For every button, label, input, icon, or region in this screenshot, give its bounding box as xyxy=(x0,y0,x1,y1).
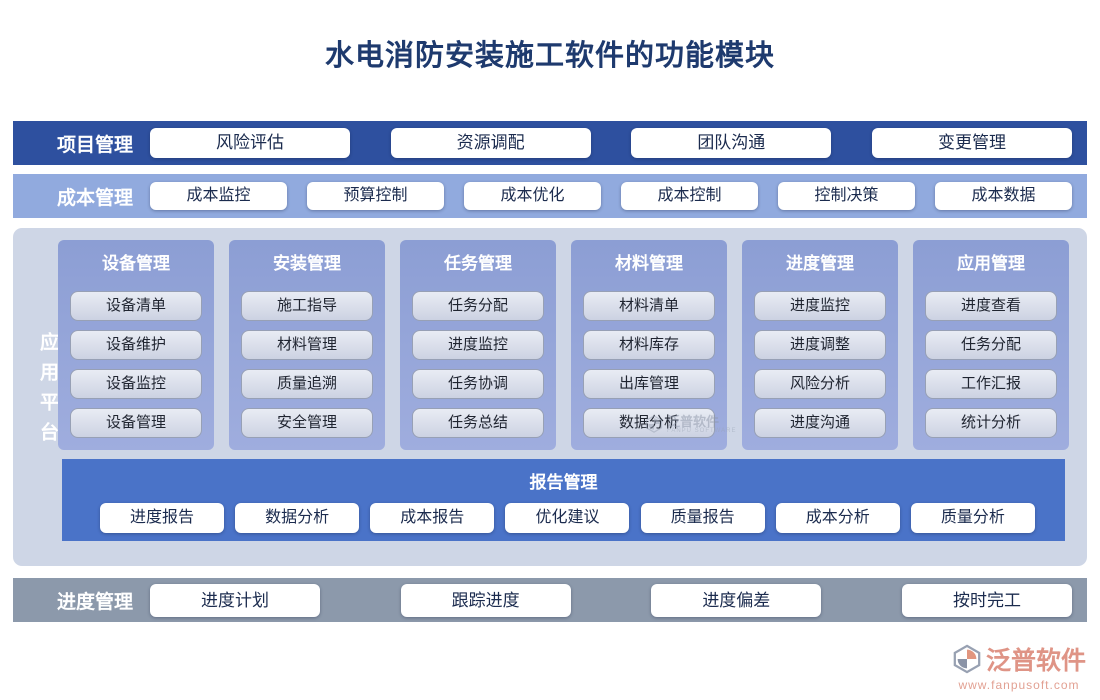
column-header: 进度管理 xyxy=(786,254,854,273)
project-button[interactable]: 风险评估 xyxy=(150,128,350,158)
module-item[interactable]: 统计分析 xyxy=(925,408,1057,438)
band-report-management: 报告管理 进度报告 数据分析 成本报告 优化建议 质量报告 成本分析 质量分析 xyxy=(62,459,1065,541)
project-button[interactable]: 变更管理 xyxy=(871,128,1072,158)
module-item[interactable]: 设备监控 xyxy=(70,369,202,399)
report-button[interactable]: 成本报告 xyxy=(370,503,495,533)
column-task: 任务管理 任务分配 进度监控 任务协调 任务总结 xyxy=(400,240,556,450)
footer-brand-block: 泛普软件 www.fanpusoft.com xyxy=(952,641,1086,692)
schedule-button[interactable]: 进度计划 xyxy=(150,583,320,617)
schedule-button[interactable]: 进度偏差 xyxy=(651,583,822,617)
report-header: 报告管理 xyxy=(529,473,598,492)
report-button[interactable]: 质量分析 xyxy=(910,503,1035,533)
cost-button[interactable]: 成本控制 xyxy=(621,182,758,210)
project-button[interactable]: 资源调配 xyxy=(390,128,591,158)
module-item[interactable]: 材料管理 xyxy=(241,330,373,360)
module-item[interactable]: 材料库存 xyxy=(583,330,715,360)
cost-button[interactable]: 成本监控 xyxy=(150,182,287,210)
column-installation: 安装管理 施工指导 材料管理 质量追溯 安全管理 xyxy=(229,240,385,450)
band-cost-buttons: 成本监控 预算控制 成本优化 成本控制 控制决策 成本数据 xyxy=(133,182,1087,210)
module-item[interactable]: 任务分配 xyxy=(925,330,1057,360)
module-item[interactable]: 数据分析 xyxy=(583,408,715,438)
report-button[interactable]: 质量报告 xyxy=(640,503,765,533)
column-header: 设备管理 xyxy=(102,254,170,273)
column-header: 应用管理 xyxy=(957,254,1025,273)
module-item[interactable]: 质量追溯 xyxy=(241,369,373,399)
band-schedule-management: 进度管理 进度计划 跟踪进度 进度偏差 按时完工 xyxy=(13,578,1087,622)
cost-button[interactable]: 成本优化 xyxy=(464,182,601,210)
report-button[interactable]: 数据分析 xyxy=(235,503,360,533)
column-material: 材料管理 材料清单 材料库存 出库管理 数据分析 xyxy=(571,240,727,450)
module-item[interactable]: 施工指导 xyxy=(241,291,373,321)
cost-button[interactable]: 成本数据 xyxy=(935,182,1072,210)
column-application: 应用管理 进度查看 任务分配 工作汇报 统计分析 xyxy=(913,240,1069,450)
column-progress: 进度管理 进度监控 进度调整 风险分析 进度沟通 xyxy=(742,240,898,450)
project-button[interactable]: 团队沟通 xyxy=(631,128,832,158)
band-project-label: 项目管理 xyxy=(56,134,133,156)
fanpu-logo-icon xyxy=(953,644,981,674)
module-item[interactable]: 设备管理 xyxy=(70,408,202,438)
footer-url: www.fanpusoft.com xyxy=(958,678,1080,692)
module-item[interactable]: 任务协调 xyxy=(412,369,544,399)
module-item[interactable]: 任务分配 xyxy=(412,291,544,321)
schedule-button[interactable]: 按时完工 xyxy=(901,583,1072,617)
module-item[interactable]: 安全管理 xyxy=(241,408,373,438)
module-item[interactable]: 设备清单 xyxy=(70,291,202,321)
column-header: 安装管理 xyxy=(273,254,341,273)
column-header: 任务管理 xyxy=(444,254,512,273)
platform-columns: 设备管理 设备清单 设备维护 设备监控 设备管理 安装管理 施工指导 材料管理 … xyxy=(58,240,1069,450)
cost-button[interactable]: 控制决策 xyxy=(778,182,915,210)
band-cost-label: 成本管理 xyxy=(56,187,133,209)
module-item[interactable]: 进度沟通 xyxy=(754,408,886,438)
module-item[interactable]: 风险分析 xyxy=(754,369,886,399)
module-item[interactable]: 工作汇报 xyxy=(925,369,1057,399)
page-title: 水电消防安装施工软件的功能模块 xyxy=(324,40,775,72)
report-button[interactable]: 进度报告 xyxy=(100,503,224,533)
module-item[interactable]: 任务总结 xyxy=(412,408,544,438)
module-item[interactable]: 进度监控 xyxy=(412,330,544,360)
module-item[interactable]: 材料清单 xyxy=(583,291,715,321)
column-header: 材料管理 xyxy=(615,254,683,273)
band-cost-management: 成本管理 成本监控 预算控制 成本优化 成本控制 控制决策 成本数据 xyxy=(13,174,1087,218)
schedule-button[interactable]: 跟踪进度 xyxy=(400,583,571,617)
platform-vertical-label: 应用平台 xyxy=(37,332,58,452)
band-project-buttons: 风险评估 资源调配 团队沟通 变更管理 xyxy=(133,128,1087,158)
module-item[interactable]: 设备维护 xyxy=(70,330,202,360)
cost-button[interactable]: 预算控制 xyxy=(307,182,444,210)
module-item[interactable]: 进度监控 xyxy=(754,291,886,321)
band-schedule-label: 进度管理 xyxy=(56,591,133,613)
band-schedule-buttons: 进度计划 跟踪进度 进度偏差 按时完工 xyxy=(133,583,1087,617)
column-equipment: 设备管理 设备清单 设备维护 设备监控 设备管理 xyxy=(58,240,214,450)
module-item[interactable]: 进度查看 xyxy=(925,291,1057,321)
footer-brand-name: 泛普软件 xyxy=(985,647,1086,675)
band-project-management: 项目管理 风险评估 资源调配 团队沟通 变更管理 xyxy=(13,121,1087,165)
module-item[interactable]: 进度调整 xyxy=(754,330,886,360)
report-button[interactable]: 成本分析 xyxy=(775,503,900,533)
report-buttons: 进度报告 数据分析 成本报告 优化建议 质量报告 成本分析 质量分析 xyxy=(62,493,1065,533)
report-button[interactable]: 优化建议 xyxy=(505,503,630,533)
application-platform-panel: 应用平台 设备管理 设备清单 设备维护 设备监控 设备管理 安装管理 施工指导 … xyxy=(13,228,1087,566)
module-item[interactable]: 出库管理 xyxy=(583,369,715,399)
